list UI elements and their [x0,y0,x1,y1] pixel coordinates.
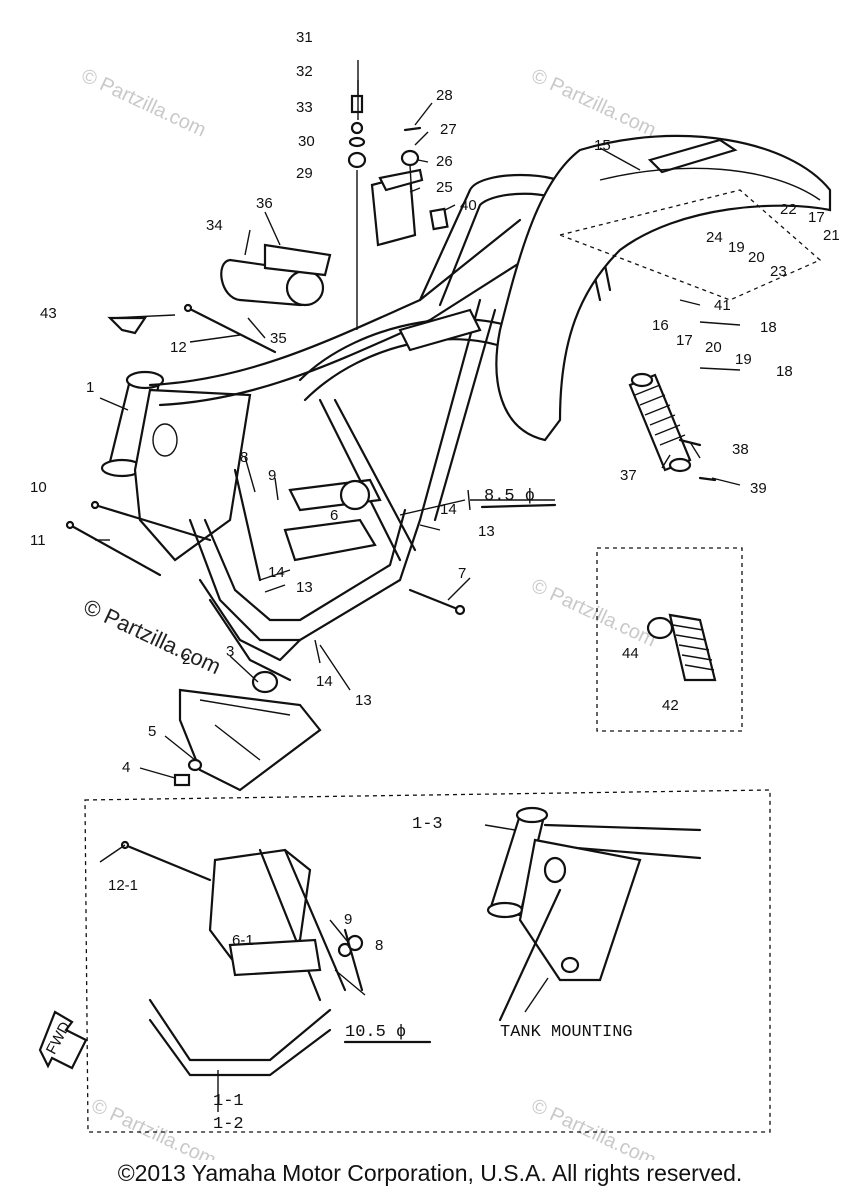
rear-fender [495,134,832,442]
callout-30: 30 [298,133,315,150]
watermark: © Partzilla.com [88,1095,219,1160]
skid-plate [173,670,322,792]
callout-43: 43 [40,305,57,322]
callout-17b: 17 [676,332,693,349]
leader-lines [95,60,741,1112]
callout-1: 1 [86,379,94,396]
callout-9: 9 [268,467,276,484]
callout-32: 32 [296,63,313,80]
callout-13c: 13 [355,692,372,709]
callout-20b: 20 [705,339,722,356]
starter-motor [220,243,332,307]
callout-18: 18 [760,319,777,336]
fwd-arrow [38,1010,88,1070]
watermark-main: © Partzilla.com [80,594,225,679]
callout-40: 40 [460,197,477,214]
inset-tank-mounting [486,806,702,1022]
callout-35: 35 [270,330,287,347]
callout-31: 31 [296,29,313,46]
hole-top-label: 8.5 ϕ [484,487,535,506]
watermark: © Partzilla.com [528,575,659,652]
callout-5: 5 [148,723,156,740]
callout-6-1: 6-1 [232,932,254,949]
callout-3: 3 [226,643,234,660]
callout-1-2: 1-2 [213,1115,244,1134]
top-tube [148,218,522,387]
callout-8b: 8 [375,937,383,954]
callout-19: 19 [728,239,745,256]
rear-shock [628,372,717,482]
callout-23: 23 [770,263,787,280]
callout-12: 12 [170,339,187,356]
callout-33: 33 [296,99,313,116]
callout-14b: 14 [268,564,285,581]
watermark: © Partzilla.com [78,65,209,142]
copyright-footer: ©2013 Yamaha Motor Corporation, U.S.A. A… [117,1160,743,1186]
callout-44: 44 [622,645,639,662]
callout-16: 16 [652,317,669,334]
callout-1-1: 1-1 [213,1092,244,1111]
callout-42: 42 [662,697,679,714]
spring-detail-box [596,547,743,732]
callout-22: 22 [780,201,797,218]
fender-reflector [647,138,738,174]
callout-13a: 13 [478,523,495,540]
callout-29: 29 [296,165,313,182]
tank-mounting-label: TANK MOUNTING [500,1023,633,1042]
callout-1-3: 1-3 [412,815,443,834]
callout-19b: 19 [735,351,752,368]
callout-2: 2 [182,651,190,668]
callout-27: 27 [440,121,457,138]
callout-38: 38 [732,441,749,458]
callout-17: 17 [808,209,825,226]
lower-inset-box [84,789,771,1133]
long-bolts [65,303,466,616]
hole-bottom-label: 10.5 ϕ [345,1023,406,1042]
fender-detail-box [557,189,822,301]
watermark: © Partzilla.com [528,65,659,142]
callout-9b: 9 [344,911,352,928]
callout-18b: 18 [776,363,793,380]
callout-21: 21 [823,227,840,244]
callout-37: 37 [620,467,637,484]
watermark: © Partzilla.com [528,1095,659,1160]
callout-4: 4 [122,759,130,776]
callout-7: 7 [458,565,466,582]
callout-41: 41 [714,297,731,314]
battery-box [370,168,449,247]
plate-43 [107,316,148,335]
callout-14a: 14 [440,501,457,518]
callout-24: 24 [706,229,723,246]
bolt-stack [347,94,422,330]
callout-14c: 14 [316,673,333,690]
callout-15: 15 [594,137,611,154]
frame-exploded-diagram: © Partzilla.com © Partzilla.com © Partzi… [30,29,840,1160]
callout-11: 11 [30,532,46,549]
callout-28: 28 [436,87,453,104]
main-frame [100,173,612,682]
callout-13b: 13 [296,579,313,596]
inset-frame-left [38,840,366,1077]
callout-10: 10 [30,479,47,496]
callout-36: 36 [256,195,273,212]
callout-8: 8 [240,449,248,466]
callout-39: 39 [750,480,767,497]
callout-34: 34 [206,217,223,234]
callout-25: 25 [436,179,453,196]
gusset-plate [133,388,252,562]
hole-top-underline [480,503,557,509]
callout-20: 20 [748,249,765,266]
callout-6: 6 [330,507,338,524]
callout-26: 26 [436,153,453,170]
callout-12-1: 12-1 [108,877,138,894]
